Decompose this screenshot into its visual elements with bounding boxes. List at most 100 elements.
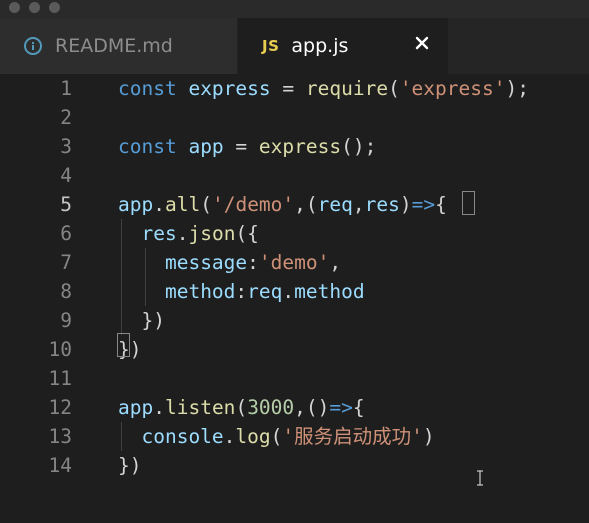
code-token: res — [141, 222, 177, 245]
code-token: ,() — [294, 396, 330, 419]
code-token: ); — [505, 77, 529, 100]
tab-label: app.js — [291, 35, 349, 57]
code-token: { — [352, 396, 365, 419]
tab-bar: README.md JS app.js — [0, 18, 589, 74]
code-token: => — [411, 193, 436, 216]
code-line[interactable]: 1 const express = require('express'); — [0, 74, 589, 103]
line-number: 8 — [60, 280, 72, 303]
code-token: , — [352, 193, 365, 216]
code-token: ) — [422, 425, 435, 448]
line-number: 7 — [60, 251, 72, 274]
code-token: . — [153, 193, 165, 216]
code-token — [177, 135, 189, 158]
code-text: res.json({ — [118, 219, 259, 248]
code-token: ( — [388, 77, 400, 100]
code-token: ) — [399, 193, 412, 216]
code-text: const express = require('express'); — [118, 74, 529, 103]
window-zoom-dot[interactable] — [49, 2, 60, 13]
ibeam-cursor-icon — [477, 470, 483, 486]
code-token: console — [141, 425, 224, 448]
tab-label: README.md — [55, 35, 173, 57]
code-line[interactable]: 7 message:'demo', — [0, 248, 589, 277]
code-token: app — [188, 135, 224, 158]
line-number: 3 — [60, 135, 72, 158]
code-token: log — [235, 425, 271, 448]
code-token: req — [247, 280, 283, 303]
code-token: json — [188, 222, 236, 245]
indent-guide — [145, 248, 146, 306]
line-number: 4 — [60, 164, 72, 187]
code-token: 'demo' — [258, 251, 330, 274]
close-icon[interactable] — [414, 35, 430, 51]
code-text: console.log('服务启动成功') — [118, 422, 435, 451]
code-text: const app = express(); — [118, 132, 376, 161]
code-token: ,( — [294, 193, 318, 216]
code-token — [118, 251, 165, 274]
code-line[interactable]: 11 — [0, 364, 589, 393]
line-number: 12 — [48, 396, 72, 419]
code-token: express — [258, 135, 342, 158]
code-token: , — [329, 251, 342, 274]
code-text: }) — [118, 451, 141, 480]
code-token: : — [235, 280, 248, 303]
code-token: { — [435, 193, 447, 216]
javascript-file-icon: JS — [262, 37, 280, 55]
code-token: }) — [141, 309, 165, 332]
code-token: method — [164, 280, 236, 303]
code-line[interactable]: 8 method:req.method — [0, 277, 589, 306]
bracket-match-highlight — [117, 333, 130, 357]
code-token: const — [118, 77, 177, 100]
code-token: message — [164, 251, 248, 274]
code-token: : — [247, 251, 259, 274]
code-token: (); — [341, 135, 377, 158]
code-text: message:'demo', — [118, 248, 341, 277]
indent-guide — [121, 422, 122, 451]
code-token: => — [329, 396, 353, 419]
code-token: all — [164, 193, 201, 216]
code-token: res — [364, 193, 400, 216]
code-token — [118, 280, 165, 303]
code-text: app.listen(3000,()=>{ — [118, 393, 365, 422]
code-token: ({ — [235, 222, 259, 245]
tab-bar-empty-area — [448, 18, 589, 74]
code-line[interactable]: 4 — [0, 161, 589, 190]
indent-guide — [121, 219, 122, 335]
code-line[interactable]: 9 }) — [0, 306, 589, 335]
code-token: const — [118, 135, 177, 158]
code-token: . — [282, 280, 295, 303]
code-line[interactable]: 14}) — [0, 451, 589, 480]
code-token: app — [118, 193, 154, 216]
tab-readme[interactable]: README.md — [0, 18, 238, 74]
code-line[interactable]: 3 const app = express(); — [0, 132, 589, 161]
bracket-match-highlight — [462, 191, 475, 215]
code-line[interactable]: 2 — [0, 103, 589, 132]
window-close-dot[interactable] — [9, 2, 20, 13]
line-number: 13 — [48, 425, 72, 448]
code-token — [177, 77, 189, 100]
tab-app-js[interactable]: JS app.js — [238, 18, 448, 74]
code-token: . — [176, 222, 189, 245]
code-line[interactable]: 12 app.listen(3000,()=>{ — [0, 393, 589, 422]
code-token: listen — [164, 396, 236, 419]
line-number: 1 — [60, 77, 72, 100]
code-token: app — [118, 396, 154, 419]
code-line[interactable]: 10}) — [0, 335, 589, 364]
info-icon — [24, 37, 42, 55]
code-token: = — [223, 135, 259, 158]
code-token: ( — [200, 193, 212, 216]
code-token: = — [270, 77, 306, 100]
window-minimize-dot[interactable] — [29, 2, 40, 13]
line-number: 6 — [60, 222, 72, 245]
code-line[interactable]: 6 res.json({ — [0, 219, 589, 248]
code-text: app.all('/demo',(req,res)=>{ — [118, 190, 447, 219]
code-token: '/demo' — [211, 193, 295, 216]
line-number: 9 — [60, 309, 72, 332]
line-number: 11 — [48, 367, 72, 390]
line-number: 5 — [60, 193, 72, 216]
code-token: }) — [118, 454, 142, 477]
code-text: }) — [118, 306, 165, 335]
code-line[interactable]: 13 console.log('服务启动成功') — [0, 422, 589, 451]
